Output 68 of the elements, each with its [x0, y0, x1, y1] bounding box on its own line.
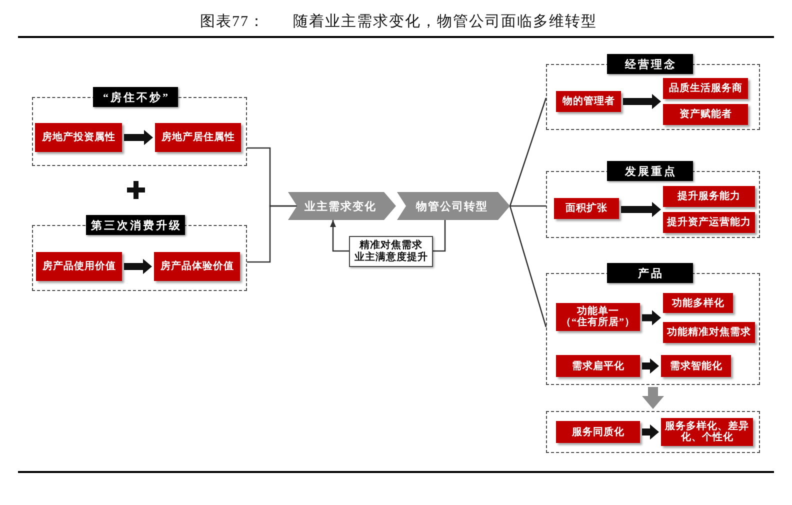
process-box	[661, 355, 731, 377]
box-label: 功能精准对焦需求	[667, 327, 751, 338]
process-box	[663, 104, 748, 125]
box-label: 功能多样化	[672, 298, 724, 308]
group-heading: 发展重点	[607, 161, 693, 181]
group-heading: “房住不炒”	[93, 87, 178, 107]
block-arrow	[124, 258, 152, 274]
box-label: 提升资产运营能力	[667, 217, 751, 228]
box-label: 房产品使用价值	[42, 261, 116, 272]
dashed-group-frame	[546, 263, 760, 385]
step-label: 业主需求变化	[304, 200, 376, 214]
process-box	[556, 303, 640, 331]
box-label: 服务多样化、差异化、个性化	[664, 421, 750, 443]
box-label: 提升服务能力	[678, 191, 740, 202]
box-label: 面积扩张	[566, 203, 608, 214]
connector-line	[510, 205, 546, 207]
arrow	[330, 220, 349, 252]
dashed-group-frame	[32, 215, 247, 291]
process-box	[155, 123, 241, 152]
block-arrow	[621, 202, 661, 218]
block-arrow	[642, 358, 659, 374]
dashed-group-frame	[32, 87, 247, 166]
connector-line	[509, 206, 547, 328]
process-box	[36, 252, 122, 281]
process-box	[556, 91, 621, 112]
box-label: 房地产投资属性	[42, 132, 116, 143]
block-arrow	[124, 130, 153, 146]
box-label: 物的管理者	[562, 96, 615, 107]
box-label: 需求智能化	[670, 360, 722, 372]
connector-line	[247, 205, 297, 263]
process-box	[554, 198, 619, 219]
box-label: 品质生活服务商	[668, 83, 742, 94]
box-label: （“住有所居”）	[561, 317, 635, 328]
process-box	[556, 421, 640, 443]
note-text: 业主满意度提升	[354, 252, 428, 264]
group-heading: 第三次消费升级	[86, 215, 185, 235]
box-label: 资产赋能者	[679, 109, 732, 120]
process-box	[35, 123, 122, 152]
block-arrow	[642, 387, 664, 409]
dashed-group-frame	[546, 54, 760, 130]
box-label: 服务同质化	[572, 426, 624, 438]
group-heading: 经营理念	[607, 54, 693, 74]
process-box	[663, 322, 755, 343]
chevron-step	[397, 192, 510, 220]
chevron-step	[288, 192, 396, 220]
dashed-group-frame	[546, 411, 760, 453]
box-label: 功能单一	[577, 306, 619, 317]
process-box	[154, 252, 240, 281]
group-heading: 产品	[607, 263, 693, 283]
box-label: 需求扁平化	[572, 360, 624, 372]
box-label: 房地产居住属性	[161, 132, 235, 143]
process-box	[663, 293, 733, 313]
figure-number: 图表77：	[200, 13, 265, 31]
box-label: 房产品体验价值	[160, 261, 234, 272]
diagram-title: 随着业主需求变化，物管公司面临多维转型	[293, 13, 597, 31]
note-text: 精准对焦需求	[360, 240, 422, 250]
step-label: 物管公司转型	[416, 200, 488, 214]
connector-line	[433, 220, 446, 252]
block-arrow	[642, 424, 659, 440]
block-arrow	[642, 310, 661, 326]
process-box	[663, 186, 755, 207]
process-box	[663, 78, 748, 99]
note-box	[349, 236, 433, 267]
connector-line	[509, 98, 547, 206]
dashed-group-frame	[546, 161, 760, 238]
block-arrow	[623, 94, 661, 110]
process-box	[556, 355, 640, 377]
process-box	[663, 212, 755, 233]
